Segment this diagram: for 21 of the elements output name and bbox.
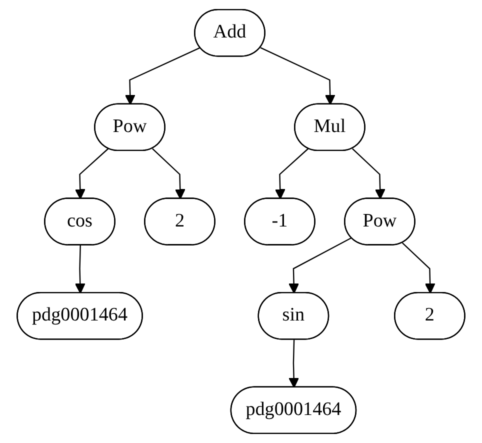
oval-node: pdg0001464: [16, 292, 143, 340]
oval-node: cos: [44, 198, 116, 246]
arrow: [152, 148, 186, 200]
oval-node: sin: [258, 292, 330, 340]
oval-node: Mul: [294, 103, 366, 152]
oval-node: -1: [244, 198, 316, 246]
arrow: [352, 148, 386, 200]
oval-node: pdg0001464: [230, 386, 357, 434]
arrow: [288, 237, 352, 294]
arrow: [402, 242, 436, 294]
arrow: [260, 47, 336, 105]
arrow: [74, 148, 109, 200]
oval-node: 2: [144, 198, 216, 246]
oval-node: Add: [194, 8, 266, 57]
oval-node: Pow: [344, 198, 416, 246]
arrow: [274, 148, 309, 200]
arrow: [288, 340, 300, 388]
oval-node: 2: [394, 292, 466, 340]
arrow: [74, 245, 86, 294]
arrow: [124, 47, 200, 105]
oval-node: Pow: [94, 103, 166, 152]
